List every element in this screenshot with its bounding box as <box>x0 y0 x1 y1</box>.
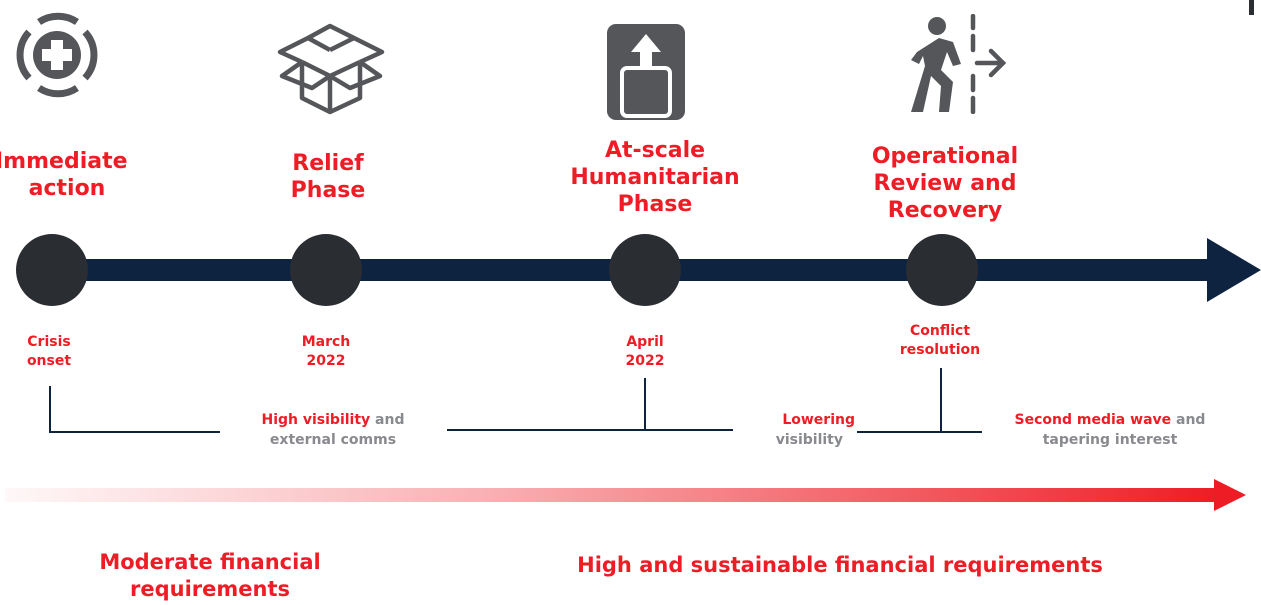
phase-title-line: Operational <box>871 144 1019 169</box>
visibility-highlight: Second media wave <box>1014 412 1172 428</box>
edge-mark <box>1249 0 1254 15</box>
milestone-line: 2022 <box>306 353 346 369</box>
milestone-april-2022: April 2022 <box>605 333 685 371</box>
medical-cross-icon <box>16 12 98 98</box>
phase-title-line: Immediate <box>0 149 128 174</box>
timeline-dot-crisis-onset <box>16 234 88 306</box>
financial-line: High and sustainable financial requireme… <box>577 553 1103 577</box>
upload-arrow-icon <box>607 24 685 120</box>
financial-label-moderate: Moderate financial requirements <box>75 549 345 603</box>
milestone-line: resolution <box>899 342 981 358</box>
financial-arrowhead <box>1214 479 1246 511</box>
phase-title-line: action <box>28 176 106 201</box>
visibility-line-2: external comms <box>269 432 397 448</box>
visibility-label-second-wave: Second media wave and tapering interest <box>985 410 1235 450</box>
milestone-line: March <box>301 334 351 350</box>
phase-title-operational-review: Operational Review and Recovery <box>845 143 1045 224</box>
visibility-line-1: Lowering <box>735 410 855 430</box>
phase-title-line: Recovery <box>887 198 1003 223</box>
timeline-dot-conflict-resolution <box>906 234 978 306</box>
financial-gradient-bar <box>5 488 1220 502</box>
financial-label-high: High and sustainable financial requireme… <box>545 552 1135 579</box>
visibility-line-1: High visibility and <box>228 410 438 430</box>
timeline-dot-march-2022 <box>290 234 362 306</box>
visibility-line-1: Second media wave and <box>985 410 1235 430</box>
visibility-label-lowering: Lowering visibility <box>735 410 855 450</box>
milestone-line: Conflict <box>909 323 971 339</box>
milestone-line: onset <box>26 353 72 369</box>
phase-title-line: Review and <box>873 171 1017 196</box>
visibility-rest: and <box>1171 412 1206 428</box>
milestone-line: April <box>626 334 664 350</box>
visibility-highlight: High visibility <box>261 412 371 428</box>
person-exit-icon <box>911 14 1007 114</box>
phase-title-relief: Relief Phase <box>258 150 398 204</box>
phase-title-line: At-scale <box>604 138 706 163</box>
phase-title-line: Phase <box>290 178 366 203</box>
milestone-line: 2022 <box>625 353 665 369</box>
visibility-highlight: Lowering <box>782 412 855 428</box>
visibility-line-2: visibility <box>775 432 843 448</box>
timeline-arrowhead <box>1207 238 1261 302</box>
phase-title-immediate-action: Immediate action <box>0 148 128 202</box>
phase-title-line: Humanitarian <box>570 165 740 190</box>
phase-title-line: Phase <box>617 192 693 217</box>
milestone-line: Crisis <box>27 334 71 350</box>
timeline-dot-april-2022 <box>609 234 681 306</box>
phase-title-at-scale: At-scale Humanitarian Phase <box>555 137 755 218</box>
milestone-march-2022: March 2022 <box>286 333 366 371</box>
visibility-line-2: tapering interest <box>1042 432 1178 448</box>
financial-line: Moderate financial <box>99 550 321 574</box>
visibility-label-high: High visibility and external comms <box>228 410 438 450</box>
financial-line: requirements <box>130 577 290 601</box>
visibility-rest: and <box>370 412 405 428</box>
open-box-icon <box>277 23 385 115</box>
milestone-crisis-onset: Crisis onset <box>14 333 84 371</box>
milestone-conflict-resolution: Conflict resolution <box>880 322 1000 360</box>
phase-title-line: Relief <box>292 151 364 176</box>
